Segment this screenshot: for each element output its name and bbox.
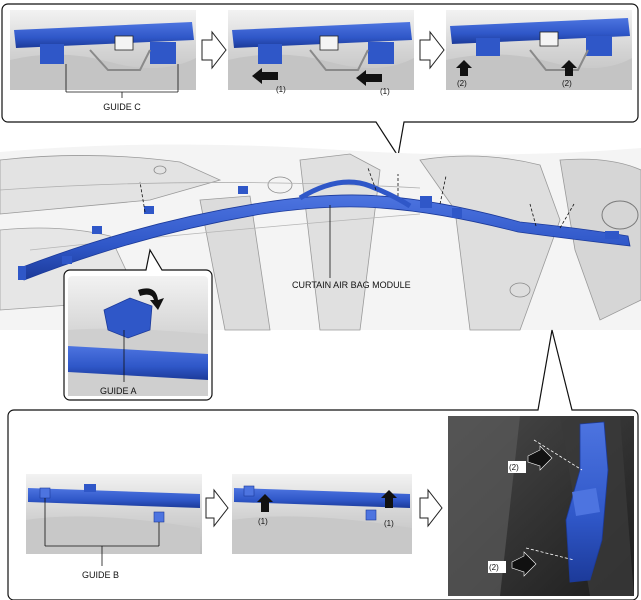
step-arrow-icon [201, 30, 227, 70]
guide-a-label: GUIDE A [100, 386, 137, 396]
step-label-2a: (2) [457, 79, 467, 88]
push-arrow-left-icon [252, 68, 278, 84]
guide-c-bracket [65, 64, 179, 98]
push-arrow-left-icon [356, 70, 382, 86]
guide-b-image-1 [26, 474, 202, 554]
guide-c-image-1 [10, 10, 196, 90]
guide-b-image-3 [448, 416, 634, 596]
push-arrow-up-icon [381, 490, 397, 508]
rotate-arrow-icon [138, 288, 164, 310]
guide-c-image-2 [228, 10, 414, 90]
push-arrow-right-icon [511, 551, 537, 577]
step-arrow-icon [419, 30, 445, 70]
step-label-b1a: (1) [258, 517, 268, 526]
guide-a-callout: GUIDE A [63, 248, 213, 401]
step-label-1a: (1) [276, 85, 286, 94]
guide-c-image-3 [446, 10, 632, 90]
module-label: CURTAIN AIR BAG MODULE [292, 280, 411, 290]
top-panel: GUIDE C (1) (1) (2) (2) [1, 3, 639, 158]
bottom-panel: GUIDE B (1) (1) [7, 329, 639, 600]
guide-c-label: GUIDE C [103, 102, 141, 112]
step-arrow-icon [205, 488, 229, 528]
guide-b-bracket [44, 498, 160, 566]
guide-b-image-2 [232, 474, 412, 554]
curtain-air-bag-module [19, 194, 631, 281]
step-label-b2b: (2) [489, 563, 499, 572]
guide-b-label: GUIDE B [82, 570, 119, 580]
push-arrow-up-icon [456, 60, 472, 76]
step-label-1b: (1) [380, 87, 390, 96]
step-label-b2a: (2) [509, 463, 519, 472]
push-arrow-right-icon [527, 445, 553, 471]
push-arrow-up-icon [561, 60, 577, 76]
step-label-2b: (2) [562, 79, 572, 88]
step-label-b1b: (1) [384, 519, 394, 528]
push-arrow-up-icon [257, 494, 273, 512]
step-arrow-icon [419, 488, 443, 528]
